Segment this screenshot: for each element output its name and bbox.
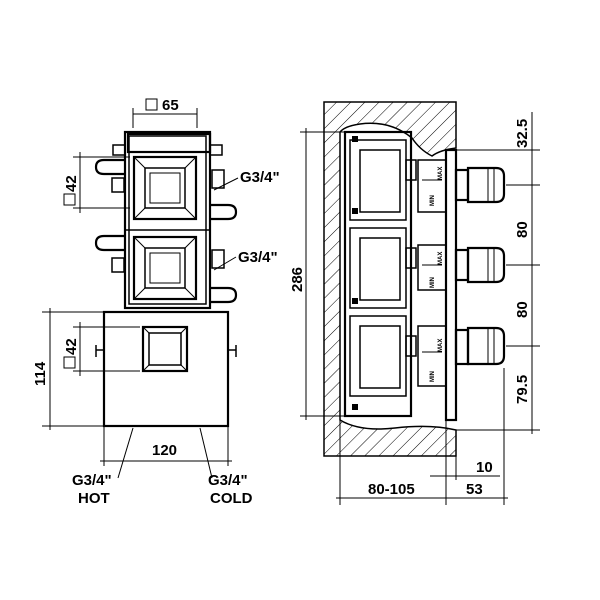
hot-size-label: G3/4"	[72, 472, 112, 489]
dim-plate-height: 114	[32, 308, 104, 430]
dim-top-width-label: 65	[162, 97, 179, 114]
valve-3-min: MIN	[430, 371, 436, 382]
dim-wall-offset-label: 10	[476, 459, 493, 476]
dim-total-height: 286	[289, 128, 345, 420]
dim-spacing-right: 32.5 80 80 79.5	[456, 112, 540, 434]
cover-plate	[95, 310, 237, 428]
cold-outlet-callout: G3/4" COLD	[199, 427, 253, 507]
connection-middle-label: G3/4"	[238, 249, 278, 266]
knob-2	[454, 246, 506, 284]
dim-spacing-2-label: 80	[514, 301, 531, 318]
valve-body-section	[343, 130, 417, 418]
dim-square-bottom-label: 42	[63, 338, 80, 355]
hot-label: HOT	[78, 490, 110, 507]
valve-1-max: MAX	[438, 167, 444, 180]
lower-square-knob	[141, 325, 189, 373]
front-plate-section	[444, 148, 458, 422]
connection-upper-label: G3/4"	[240, 169, 280, 186]
dim-depth-range-label: 80-105	[368, 481, 415, 498]
dim-projection-label: 53	[466, 481, 483, 498]
dim-spacing-bottom-label: 79.5	[514, 375, 531, 404]
dim-top-width: 65	[132, 97, 198, 128]
valve-2-max: MAX	[438, 252, 444, 265]
dim-total-height-label: 286	[289, 267, 306, 292]
upper-valve-body	[94, 130, 238, 310]
connection-middle-callout: G3/4"	[213, 249, 278, 271]
knob-3	[454, 326, 506, 366]
dim-plate-width: 120	[100, 426, 232, 466]
valve-scales: MIN MAX MIN MAX MIN MAX	[417, 159, 447, 387]
cold-size-label: G3/4"	[208, 472, 248, 489]
valve-1-min: MIN	[430, 195, 436, 206]
front-view: 65 42 G3/4" G3/4" 42	[32, 97, 280, 507]
dim-square-bottom: 42	[63, 322, 140, 376]
wall-section	[323, 101, 457, 457]
hot-outlet-callout: G3/4" HOT	[72, 427, 134, 507]
cold-label: COLD	[210, 490, 253, 507]
dim-depth: 10 80-105 53	[336, 368, 508, 505]
dim-spacing-top-label: 32.5	[514, 119, 531, 148]
dim-square-top: 42	[63, 152, 130, 213]
middle-square-knob	[132, 235, 198, 301]
dim-plate-height-label: 114	[32, 361, 49, 386]
section-view: MIN MAX MIN MAX MIN MAX	[289, 101, 540, 505]
connection-upper-callout: G3/4"	[213, 169, 280, 191]
upper-square-knob	[132, 155, 198, 221]
valve-3-max: MAX	[438, 339, 444, 352]
valve-2-min: MIN	[430, 277, 436, 288]
dim-spacing-1-label: 80	[514, 221, 531, 238]
dim-square-top-label: 42	[63, 175, 80, 192]
dim-plate-width-label: 120	[152, 442, 177, 459]
knob-1	[454, 166, 506, 204]
